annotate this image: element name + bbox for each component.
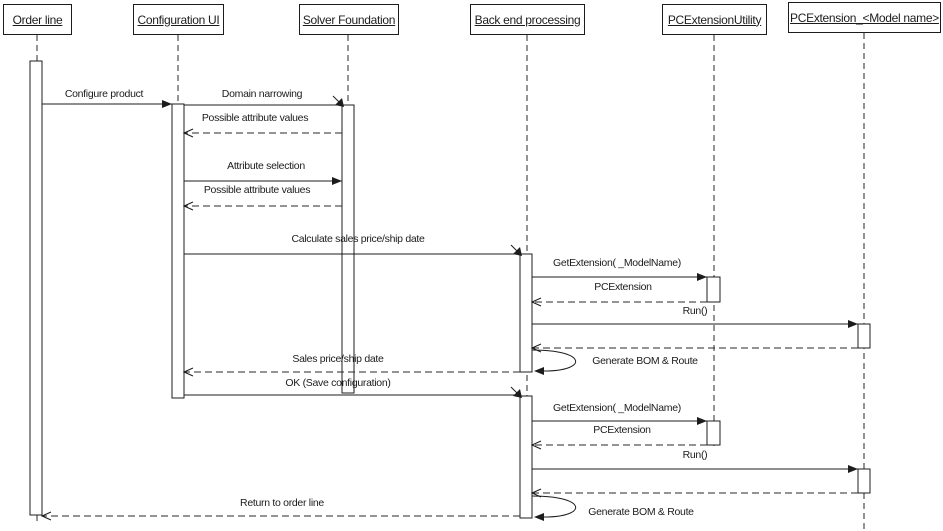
message-arrow-pcextension-return-2 — [530, 440, 707, 450]
actor-box-back-end-processing: Back end processing — [470, 4, 585, 35]
message-label-domain-narrowing: Domain narrowing — [222, 88, 303, 100]
message-label-possible-attribute-values-2: Possible attribute values — [204, 184, 310, 196]
message-label-sales-price-return: Sales price/ship date — [292, 353, 384, 365]
message-arrow-generate-bom-1 — [531, 349, 577, 375]
actor-box-pcextension-model: PCExtension_<Model name> — [788, 2, 941, 33]
activation-pcextension-model-2 — [857, 468, 871, 494]
message-label-pcextension-2: PCExtension — [593, 424, 651, 436]
activation-order-line — [29, 60, 43, 516]
message-label-pcextension-1: PCExtension — [594, 281, 652, 293]
message-label-attribute-selection: Attribute selection — [227, 160, 305, 172]
message-label-getextension-2: GetExtension( _ModelName) — [553, 402, 681, 414]
message-arrow-possible-attribute-values-1 — [182, 128, 342, 138]
actor-label-back-end-processing: Back end processing — [474, 12, 581, 27]
message-label-return-to-order-line: Return to order line — [240, 497, 324, 509]
message-arrow-return-to-order-line — [40, 511, 520, 521]
message-arrow-domain-narrowing — [184, 95, 344, 107]
actor-label-order-line: Order line — [12, 12, 63, 27]
message-arrow-run-2 — [532, 465, 858, 473]
message-label-run-2: Run() — [683, 449, 708, 461]
message-arrow-calculate-sales-price — [184, 244, 522, 256]
message-arrow-attribute-selection — [184, 177, 342, 185]
activation-configuration-ui — [171, 103, 185, 399]
actor-box-configuration-ui: Configuration UI — [133, 4, 224, 35]
message-label-run-1: Run() — [683, 305, 708, 317]
message-arrow-pcextension-return-1 — [530, 297, 707, 307]
message-label-possible-attribute-values-1: Possible attribute values — [202, 112, 308, 124]
message-arrow-possible-attribute-values-2 — [182, 201, 342, 211]
activation-back-end-2 — [519, 395, 533, 519]
message-label-generate-bom-1: Generate BOM & Route — [592, 355, 698, 367]
message-arrow-getextension-2 — [532, 417, 707, 425]
activation-back-end-1 — [519, 253, 533, 373]
message-arrow-model-return-1 — [530, 343, 858, 353]
actor-box-pcextension-utility: PCExtensionUtility — [662, 4, 767, 35]
message-arrow-model-return-2 — [530, 488, 858, 498]
actor-label-configuration-ui: Configuration UI — [137, 12, 220, 27]
message-arrow-getextension-1 — [532, 273, 707, 281]
message-arrow-ok-save-configuration — [184, 386, 522, 398]
message-label-ok-save-configuration: OK (Save configuration) — [285, 377, 390, 389]
message-arrow-generate-bom-2 — [531, 495, 577, 521]
message-label-calculate-sales-price: Calculate sales price/ship date — [291, 233, 425, 245]
message-label-configure-product: Configure product — [65, 88, 144, 100]
activation-pcextension-model-1 — [857, 323, 871, 349]
actor-box-solver-foundation: Solver Foundation — [299, 4, 399, 35]
activation-pcextension-utility-2 — [706, 420, 721, 446]
activation-pcextension-utility-1 — [706, 276, 721, 303]
actor-label-pcextension-utility: PCExtensionUtility — [667, 12, 762, 27]
message-label-getextension-1: GetExtension( _ModelName) — [553, 257, 681, 269]
message-arrow-sales-price-return — [182, 367, 520, 377]
message-arrow-run-1 — [532, 320, 858, 328]
actor-label-solver-foundation: Solver Foundation — [302, 12, 396, 27]
activation-solver-foundation — [341, 104, 355, 394]
actor-label-pcextension-model: PCExtension_<Model name> — [790, 10, 939, 25]
actor-box-order-line: Order line — [3, 4, 72, 35]
message-arrow-configure-product — [42, 100, 172, 108]
message-label-generate-bom-2: Generate BOM & Route — [588, 506, 694, 518]
